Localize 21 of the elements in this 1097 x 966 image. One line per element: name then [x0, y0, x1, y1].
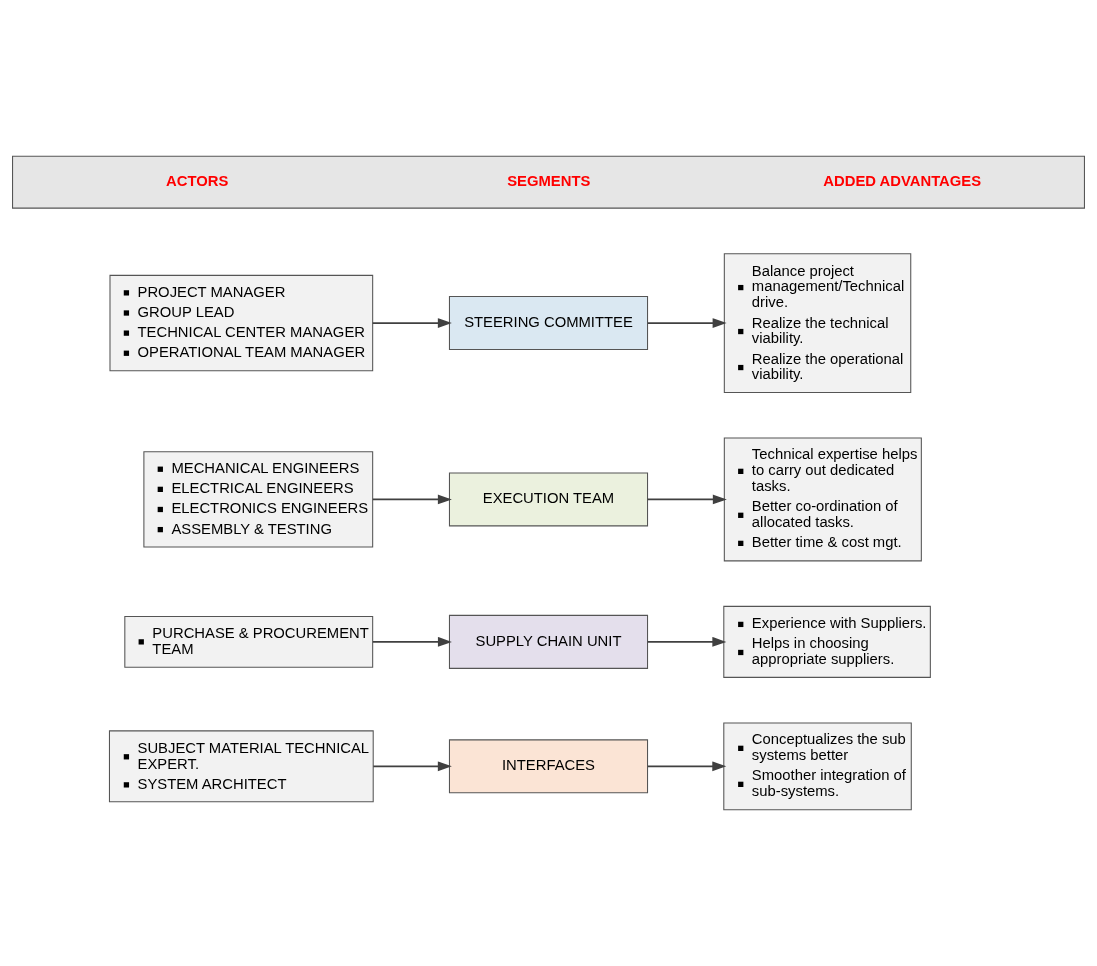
arrow	[371, 494, 452, 505]
node-box: SUPPLY CHAIN UNIT	[448, 614, 649, 669]
arrow	[646, 761, 727, 772]
node-box: PURCHASE & PROCUREMENT TEAM	[124, 615, 374, 668]
node-box: MECHANICAL ENGINEERS ELECTRICAL ENGINEERS ELECTRONICS ENGINEERS ASSEMBLY & TESTING	[143, 451, 374, 548]
node-box: INTERFACES	[448, 739, 649, 794]
arrow	[371, 318, 452, 328]
arrow	[372, 636, 452, 647]
arrow	[646, 636, 727, 647]
arrow	[646, 318, 727, 328]
node-box: Technical expertise helps to carry out dedicated tasks. Better co-ordination of allocated tasks. Better time & cost mgt.	[723, 437, 922, 562]
arrow	[372, 761, 452, 772]
node-box: Balance project management/Technical drive. Realize the technical viability. Realize the operational viability.	[723, 253, 912, 393]
node-box: SUBJECT MATERIAL TECHNICAL EXPERT. SYSTEM ARCHITECT	[108, 730, 374, 803]
node-box: Experience with Suppliers. Helps in choosing appropriate suppliers.	[723, 605, 931, 678]
node-box: ACTORS SEGMENTS ADDED ADVANTAGES	[12, 155, 1085, 209]
node-box: PROJECT MANAGER GROUP LEAD TECHNICAL CENTER MANAGER OPERATIONAL TEAM MANAGER	[109, 274, 374, 372]
node-box: EXECUTION TEAM	[448, 472, 649, 527]
node-box: Conceptualizes the sub systems better Smoother integration of sub-systems.	[723, 722, 912, 811]
node-box: STEERING COMMITTEE	[448, 296, 649, 351]
arrow	[646, 494, 727, 505]
